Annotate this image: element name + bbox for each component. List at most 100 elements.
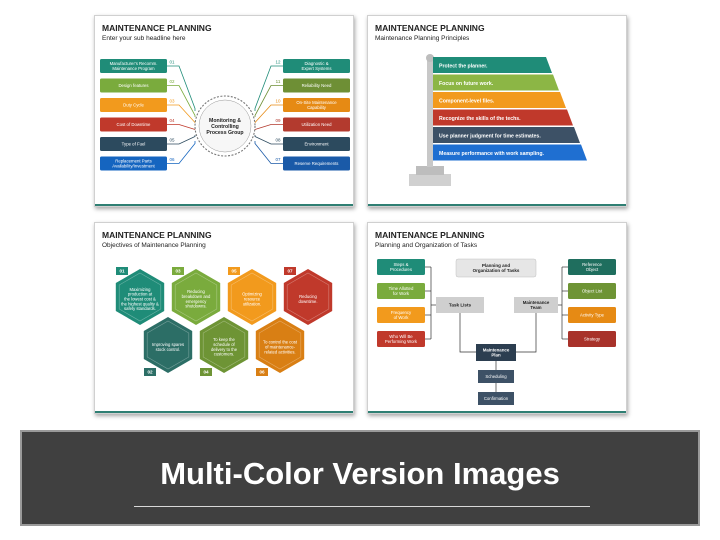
objective-hexagon-inner (230, 272, 274, 322)
team-attribute-label: Object List (582, 289, 603, 294)
objective-number-line: 02 (147, 370, 153, 375)
task-attribute-box (377, 259, 425, 275)
factor-label-line: Environment (304, 142, 329, 147)
factor-label: Cost of Downtime (117, 122, 152, 127)
task-lists-label-line: Task Lists (449, 303, 472, 308)
number-tab (256, 368, 268, 376)
factor-number: 03 (169, 99, 175, 104)
slide-thumbnail-2[interactable]: MAINTENANCE PLANNING Maintenance Plannin… (367, 15, 627, 207)
slide-thumbnail-4[interactable]: MAINTENANCE PLANNING Planning and Organi… (367, 222, 627, 414)
objective-number: 02 (147, 370, 153, 375)
team-attribute-box (568, 259, 616, 275)
connector-line (167, 104, 196, 123)
slide-subtitle: Planning and Organization of Tasks (375, 242, 478, 249)
team-attribute-label: Strategy (584, 337, 601, 342)
slide-subtitle: Maintenance Planning Principles (375, 35, 470, 42)
factor-number: 07 (275, 157, 281, 162)
connector-line (254, 104, 283, 123)
scheduling-label: Scheduling (485, 374, 507, 379)
connector-line (167, 135, 196, 145)
banner-title: Multi-Color Version Images (160, 456, 560, 491)
principle-label: Use planner judgment for time estimates. (439, 134, 541, 140)
factor-number-line: 07 (275, 157, 281, 162)
task-attribute-box (377, 307, 425, 323)
objective-hexagon-inner (258, 320, 302, 370)
connector-line (167, 124, 196, 131)
objective-hexagon-inner (146, 320, 190, 370)
task-attribute-box (377, 331, 425, 347)
slide-title: MAINTENANCE PLANNING (102, 23, 212, 33)
factor-label: Environment (304, 142, 329, 147)
planning-header-box (455, 258, 537, 278)
objective-number-line: 03 (175, 269, 181, 274)
factor-label-line: Maintenance Program (112, 66, 155, 71)
slide-title: MAINTENANCE PLANNING (375, 230, 485, 240)
factor-label-line: Reserve Requirements (295, 161, 339, 166)
factor-number-line: 02 (169, 79, 175, 84)
factor-label: Reserve Requirements (295, 161, 339, 166)
objective-label-line: breakdown and (182, 294, 211, 299)
objective-label-line: To control the cost (263, 340, 298, 345)
factor-number-line: 12 (275, 60, 281, 65)
team-attribute-label: Activity Type (580, 313, 605, 318)
factor-number-line: 09 (275, 118, 281, 123)
objective-hexagon (199, 317, 249, 373)
objective-label-line: stock control. (156, 347, 181, 352)
slide-subtitle: Objectives of Maintenance Planning (102, 242, 206, 249)
factor-number: 04 (169, 118, 175, 123)
title-banner: Multi-Color Version Images (20, 430, 700, 526)
objective-hexagon-inner (286, 272, 330, 322)
task-attribute-label-line: Who Will Be (389, 334, 413, 339)
slide-title: MAINTENANCE PLANNING (375, 23, 485, 33)
factor-label-line: Availability/Investment (112, 163, 155, 168)
factor-label: Utilization Need (301, 122, 332, 127)
factor-label-line: Diagnostic & (304, 61, 328, 66)
connector-line (254, 65, 283, 111)
objective-number: 03 (175, 269, 181, 274)
maintenance-team-label-line: Team (530, 305, 541, 310)
factor-box (283, 117, 350, 132)
maintenance-plan-box (476, 344, 516, 361)
connector-line (254, 135, 283, 145)
objective-label-line: Maximizing (130, 287, 152, 292)
number-tab (116, 267, 128, 275)
factor-number: 09 (275, 118, 281, 123)
center-label-line: Controlling (211, 124, 239, 130)
slide-thumbnail-3[interactable]: MAINTENANCE PLANNING Objectives of Maint… (94, 222, 354, 414)
objective-number: 01 (119, 269, 125, 274)
factor-box (283, 78, 350, 93)
objective-label-line: related activities. (264, 349, 295, 354)
team-attribute-label-line: Strategy (584, 337, 601, 342)
confirmation-label: Confirmation (484, 396, 509, 401)
factor-number-line: 03 (169, 99, 175, 104)
objective-label-line: Improving spares (152, 342, 184, 347)
objective-label-line: schedule of (213, 342, 235, 347)
factor-box (283, 59, 350, 73)
number-tab (228, 267, 240, 275)
slide-thumbnail-1[interactable]: MAINTENANCE PLANNING Enter your sub head… (94, 15, 354, 207)
factor-label-line: Replacement Parts (115, 159, 152, 164)
factor-number: 06 (169, 157, 175, 162)
principle-band (433, 109, 573, 126)
factor-label: Design features (118, 83, 148, 88)
principle-label: Focus on future work. (439, 81, 494, 87)
factor-label: Duty Cycle (123, 103, 144, 108)
principle-band (433, 127, 580, 143)
maintenance-team-box (514, 297, 558, 313)
flagpole (427, 60, 433, 167)
objective-number: 07 (287, 269, 293, 274)
objective-hexagon (227, 269, 277, 325)
task-attribute-label-line: Frequency (391, 310, 412, 315)
objective-label-line: safety standards. (124, 306, 156, 311)
connector-line (167, 85, 196, 117)
factor-label-line: On-Site Maintenance (296, 100, 337, 105)
